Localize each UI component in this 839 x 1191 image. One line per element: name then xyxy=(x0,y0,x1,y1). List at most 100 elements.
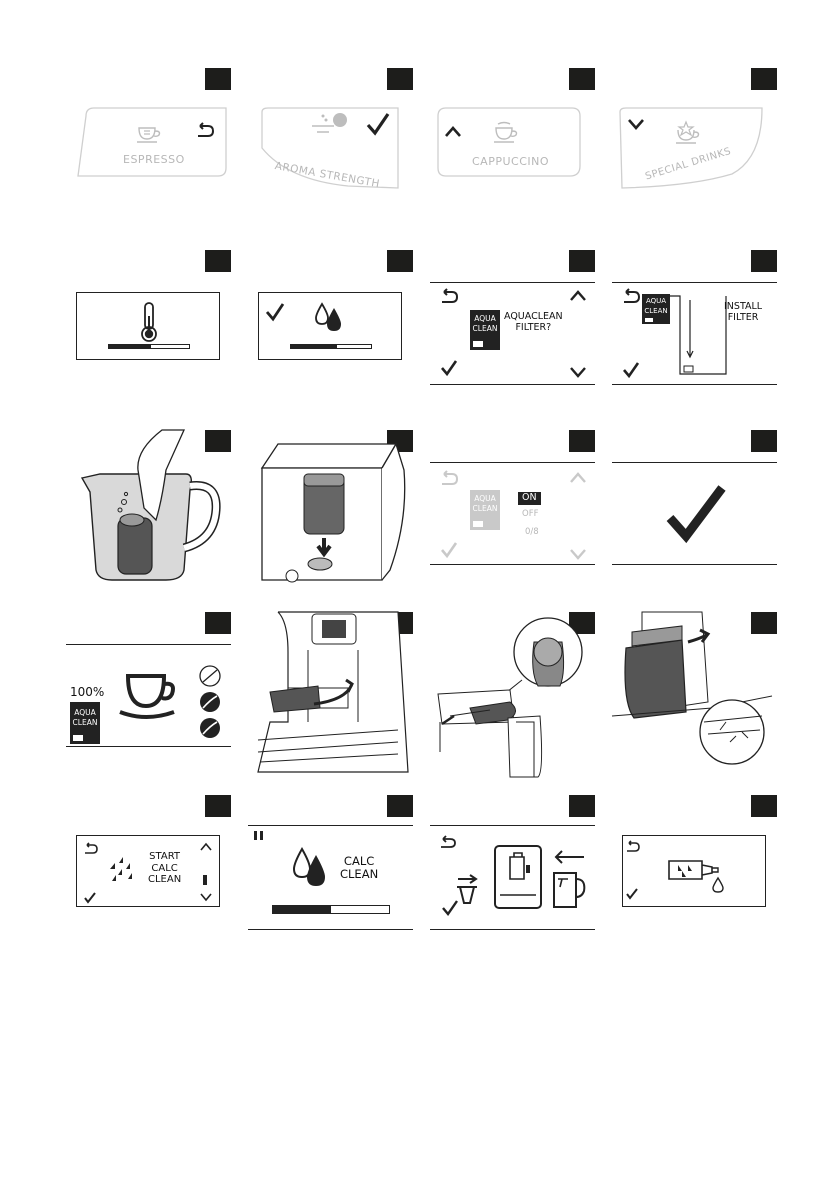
water-drop-icon xyxy=(292,846,325,886)
divider xyxy=(430,282,595,283)
step-open-spout-panel xyxy=(248,611,413,773)
rinsing-progress-bar xyxy=(290,344,372,349)
pause-icon[interactable] xyxy=(254,831,264,841)
off-option[interactable]: OFF xyxy=(522,509,539,519)
arrow-up-icon[interactable] xyxy=(445,126,461,138)
divider xyxy=(612,282,777,283)
install-filter-label: INSTALL FILTER xyxy=(724,301,763,323)
aquaclean-badge-text: AQUA CLEAN xyxy=(644,297,668,315)
step-number-badge xyxy=(569,612,595,634)
measuring-jug-illustration xyxy=(80,429,221,581)
check-icon[interactable] xyxy=(626,888,638,900)
step-number-badge xyxy=(387,250,413,272)
aquaclean-mini-icon xyxy=(473,521,483,527)
arrow-up-icon[interactable] xyxy=(200,842,212,851)
aquaclean-badge-text: AQUA CLEAN xyxy=(472,494,498,513)
step-soak-filter-panel xyxy=(66,429,231,590)
divider xyxy=(612,384,777,385)
scroll-indicator xyxy=(203,875,207,885)
step-number-badge xyxy=(205,250,231,272)
step-calc-progress-panel: CALC CLEAN xyxy=(248,795,413,955)
adapter-zoom-illustration xyxy=(437,617,583,778)
step-number-badge xyxy=(569,68,595,90)
arrow-up-icon[interactable] xyxy=(570,472,586,484)
arrow-up-icon[interactable] xyxy=(570,290,586,302)
on-option[interactable]: ON xyxy=(518,492,541,505)
arrow-down-icon[interactable] xyxy=(570,366,586,378)
divider xyxy=(430,564,595,565)
aquaclean-badge-text: AQUA CLEAN xyxy=(472,314,498,333)
aquaclean-mini-icon xyxy=(73,735,83,741)
step-number-badge xyxy=(569,250,595,272)
step-heating-panel xyxy=(66,250,231,410)
cup-icon xyxy=(137,127,161,143)
back-icon[interactable] xyxy=(440,288,459,304)
aquaclean-badge: AQUA CLEAN xyxy=(470,490,500,530)
back-icon[interactable] xyxy=(622,288,641,304)
descaler-bottle-icon xyxy=(668,860,719,880)
step-number-badge xyxy=(751,430,777,452)
step-number-badge xyxy=(205,68,231,90)
step-number-badge xyxy=(569,795,595,817)
step-aquaclean-question-panel: AQUA CLEAN AQUACLEAN FILTER? xyxy=(430,250,595,410)
step-filter-status-panel: 100% AQUA CLEAN xyxy=(66,612,231,772)
check-icon[interactable] xyxy=(366,113,390,136)
back-icon[interactable] xyxy=(440,835,456,849)
display-frame xyxy=(76,835,220,907)
water-drop-icon xyxy=(712,876,724,893)
heating-progress-bar xyxy=(108,344,190,349)
coffee-bean-icon xyxy=(312,113,347,133)
step-espresso-panel: ESPRESSO xyxy=(66,68,231,228)
step-number-badge xyxy=(751,250,777,272)
step-cappuccino-panel: CAPPUCCINO xyxy=(430,68,595,228)
step-start-calc-panel: START CALC CLEAN xyxy=(66,795,231,955)
calc-progress-bar xyxy=(272,905,390,914)
water-tank-illustration xyxy=(260,442,406,583)
display-frame xyxy=(258,292,402,360)
calc-clean-icon xyxy=(110,857,132,881)
drip-tray-icon xyxy=(457,874,478,904)
check-icon[interactable] xyxy=(442,900,458,916)
divider xyxy=(430,825,595,826)
cappuccino-label: CAPPUCCINO xyxy=(472,155,550,168)
step-number-badge xyxy=(569,430,595,452)
filter-percent: 100% xyxy=(70,685,105,699)
step-number-badge xyxy=(205,795,231,817)
back-icon[interactable] xyxy=(440,470,459,486)
divider xyxy=(66,746,231,747)
arrow-down-icon[interactable] xyxy=(628,118,644,130)
jug-icon xyxy=(553,850,586,908)
step-confirmed-panel xyxy=(612,430,777,590)
aquaclean-badge: AQUA CLEAN xyxy=(642,294,670,324)
progress-fill xyxy=(291,345,338,348)
step-descaler-panel xyxy=(612,795,777,955)
divider xyxy=(430,929,595,930)
arrow-down-icon[interactable] xyxy=(570,548,586,560)
step-special-drinks-panel: SPECIAL DRINKS xyxy=(612,68,777,228)
step-number-badge xyxy=(751,68,777,90)
back-icon[interactable] xyxy=(626,840,640,853)
arrow-down-icon[interactable] xyxy=(200,893,212,902)
step-attach-adapter-panel xyxy=(430,612,595,778)
calc-clean-label: CALC CLEAN xyxy=(340,854,379,882)
back-icon[interactable] xyxy=(84,842,98,855)
thermometer-icon xyxy=(141,302,157,342)
check-icon[interactable] xyxy=(622,362,640,379)
divider xyxy=(430,462,595,463)
divider xyxy=(66,644,231,645)
water-drop-icon xyxy=(315,302,341,331)
check-icon[interactable] xyxy=(84,892,96,904)
start-calc-clean-label: START CALC CLEAN xyxy=(148,851,182,885)
cup-icon xyxy=(676,120,700,144)
check-icon[interactable] xyxy=(440,542,458,559)
aquaclean-badge: AQUA CLEAN xyxy=(470,310,500,350)
step-number-badge xyxy=(205,612,231,634)
step-number-badge xyxy=(387,795,413,817)
check-icon[interactable] xyxy=(265,303,285,322)
divider xyxy=(248,825,413,826)
check-icon[interactable] xyxy=(440,360,458,377)
back-icon[interactable] xyxy=(196,122,215,138)
divider xyxy=(248,929,413,930)
machine-spout-illustration xyxy=(257,611,409,773)
step-number-badge xyxy=(387,68,413,90)
